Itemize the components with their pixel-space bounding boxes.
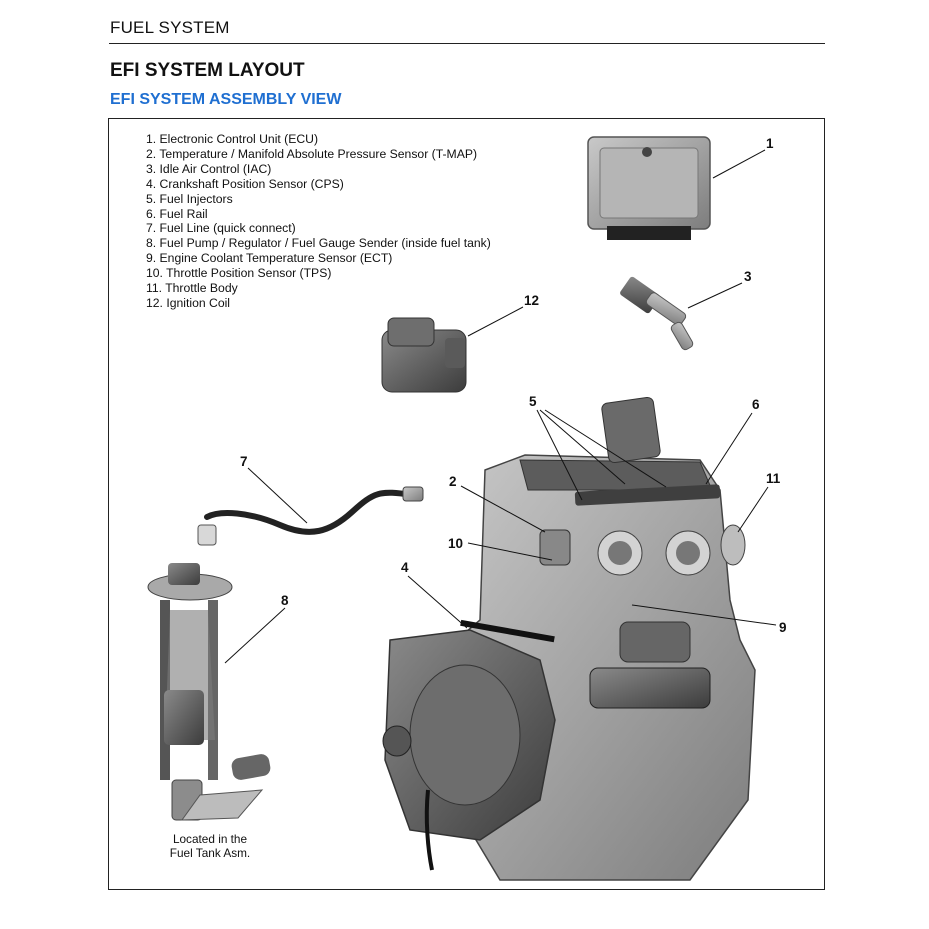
leader-lines (224, 149, 777, 664)
legend-item: 11. Throttle Body (146, 281, 238, 296)
legend-item: 3. Idle Air Control (IAC) (146, 161, 272, 176)
page-subtitle: EFI SYSTEM ASSEMBLY VIEW (110, 91, 342, 108)
page-title: EFI SYSTEM LAYOUT (110, 60, 305, 81)
header-rule (109, 43, 825, 44)
legend-item: 9. Engine Coolant Temperature Sensor (EC… (146, 251, 393, 266)
note-line-2: Fuel Tank Asm. (169, 846, 251, 860)
legend-item: 4. Crankshaft Position Sensor (CPS) (146, 176, 344, 191)
callout-2: 2 (449, 474, 457, 489)
legend-item: 12. Ignition Coil (146, 295, 231, 310)
ignition-coil-part (381, 317, 467, 393)
legend-item: 10. Throttle Position Sensor (TPS) (146, 266, 332, 281)
callout-5: 5 (529, 394, 537, 409)
callout-11: 11 (766, 471, 781, 486)
callout-4: 4 (401, 560, 409, 575)
legend-item: 1. Electronic Control Unit (ECU) (146, 132, 319, 146)
callout-10: 10 (448, 536, 464, 551)
legend-list: 1. Electronic Control Unit (ECU) 2. Temp… (146, 132, 491, 311)
callout-6: 6 (752, 397, 760, 412)
ecu-part (587, 136, 711, 240)
callout-12: 12 (524, 293, 540, 308)
legend-item: 5. Fuel Injectors (146, 191, 233, 206)
legend-item: 2. Temperature / Manifold Absolute Press… (146, 146, 478, 161)
callout-7: 7 (240, 454, 248, 469)
note-line-1: Located in the (172, 832, 248, 846)
callout-8: 8 (281, 593, 289, 608)
engine-block (382, 396, 756, 881)
legend-item: 6. Fuel Rail (146, 206, 208, 221)
legend-item: 7. Fuel Line (quick connect) (146, 221, 296, 236)
section-header: FUEL SYSTEM (110, 18, 230, 37)
callout-9: 9 (779, 620, 787, 635)
legend-item: 8. Fuel Pump / Regulator / Fuel Gauge Se… (146, 236, 491, 251)
callout-1: 1 (766, 136, 774, 151)
fuel-pump-part (147, 563, 271, 821)
fuel-tank-note: Located in the Fuel Tank Asm. (150, 832, 270, 860)
fuel-line-part (197, 486, 424, 546)
callout-3: 3 (744, 269, 752, 284)
iac-part (620, 276, 694, 351)
